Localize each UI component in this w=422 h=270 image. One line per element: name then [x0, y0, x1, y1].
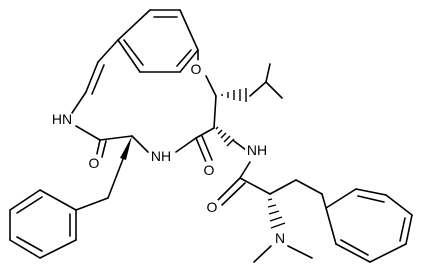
stereo-hash-isopropyl	[221, 88, 247, 102]
mid-nh-label: NH	[151, 148, 171, 164]
stereo-hash-dmphe	[267, 198, 286, 229]
dimethylamine	[253, 245, 313, 263]
stereo-hash-ring	[215, 126, 235, 147]
cb-to-ether-o	[205, 75, 217, 97]
benzyl-left	[75, 158, 124, 211]
stereo-wedge-phe	[120, 136, 132, 160]
aryl-ring-top	[117, 9, 199, 73]
benzyl-right	[269, 179, 327, 209]
phenyl-ring-right	[325, 188, 413, 263]
phenyl-ring-left	[9, 189, 77, 259]
atom-labels: O HN NH NH O O O N	[51, 60, 289, 247]
ring-amide-mid	[175, 127, 215, 163]
carbonyl-oxygen-left-label: O	[89, 155, 100, 171]
dimethyl-nitrogen-label: N	[275, 230, 285, 246]
carbonyl-oxygen-mid-label: O	[204, 162, 215, 178]
amide-nh-label: NH	[247, 142, 267, 158]
exocyclic-amide	[217, 161, 271, 206]
ether-oxygen-label: O	[191, 61, 202, 77]
ca-to-nh-mid	[131, 135, 149, 153]
ring-hn-label: HN	[52, 111, 72, 127]
isopropyl	[249, 63, 283, 99]
vinyl-linker	[71, 39, 119, 114]
ring-ca-to-cb	[213, 95, 217, 129]
carbonyl-oxygen-exo-label: O	[207, 199, 218, 215]
